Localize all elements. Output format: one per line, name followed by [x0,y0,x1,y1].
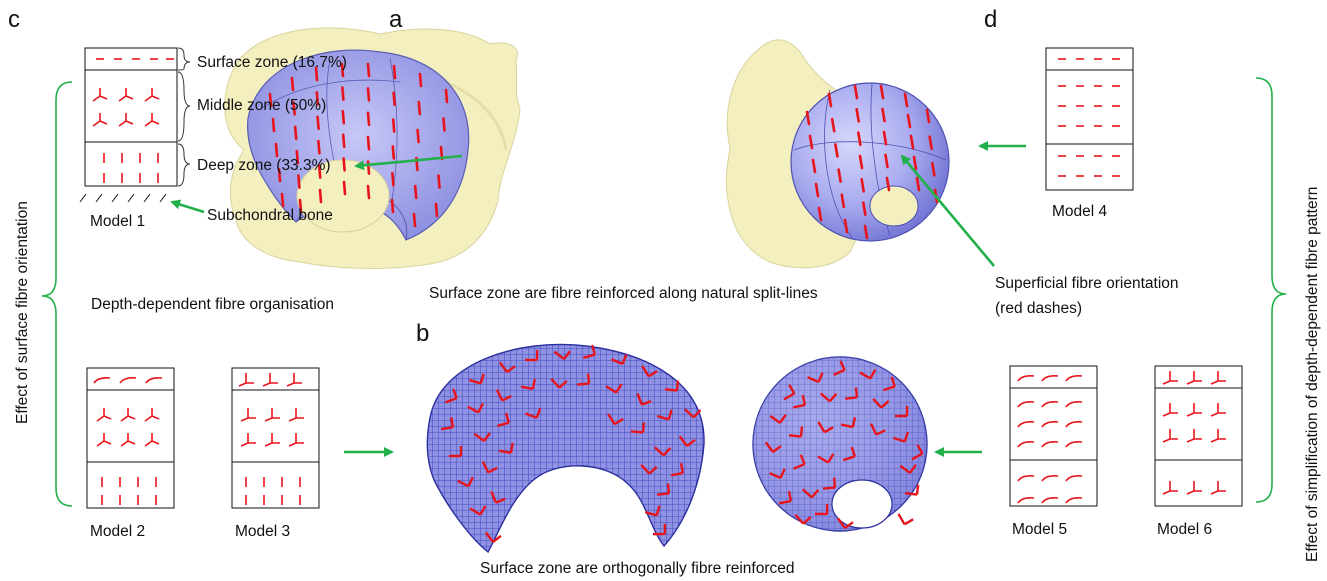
split-line-dash [392,200,393,212]
split-line-dash [418,130,419,142]
split-line-dash [292,78,293,90]
split-line-dash [368,186,369,198]
split-line-dash [295,127,296,139]
middle-zone-label: Middle zone (50%) [197,97,326,115]
model-2-box [87,368,174,508]
model-3-label: Model 3 [235,523,290,541]
model-box-outline [87,368,174,508]
model-1-label: Model 1 [90,213,145,231]
model-box-outline [1010,366,1097,506]
split-line-dash [368,137,369,149]
split-line-dash [414,214,415,226]
model-4-box [1046,48,1133,190]
arrow-subchondral [172,202,204,212]
split-line-dash [394,66,395,78]
orthogonal-fibre-mark [899,509,914,524]
panel-label-b: b [416,322,429,346]
split-line-dash [344,182,345,194]
split-line-dash [343,111,344,123]
split-line-dash [282,194,283,206]
split-line-dash [298,176,299,188]
subchondral-bone-label: Subchondral bone [207,207,333,225]
split-line-dash [320,190,321,202]
split-line-dash [273,119,274,131]
split-line-dash [420,74,421,86]
depth-dependent-label: Depth-dependent fibre organisation [91,296,334,314]
superficial-line-2: (red dashes) [995,300,1082,318]
caption-b: Surface zone are orthogonally fibre rein… [480,560,795,578]
split-line-dash [394,93,395,105]
model-3-box [232,368,319,508]
model-box-outline [232,368,319,508]
split-line-dash [439,176,440,188]
split-line-dash [342,88,343,100]
split-line-dash [392,173,393,185]
superficial-line-1: Superficial fibre orientation [995,275,1179,293]
model-5-box [1010,366,1097,506]
split-line-dash [318,117,319,129]
model-5-label: Model 5 [1012,521,1067,539]
model-box-outline [85,48,177,186]
meshed-femoral-head [753,357,927,531]
left-brace [42,82,72,506]
right-brace [1256,78,1286,502]
split-line-dash [419,102,420,114]
split-line-dash [343,135,344,147]
model-6-label: Model 6 [1157,521,1212,539]
panel-label-d: d [984,8,997,32]
model-4-label: Model 4 [1052,203,1107,221]
split-line-dash [368,88,369,100]
subchondral-hatch [80,194,166,202]
split-line-dash [368,113,369,125]
right-side-label: Effect of simplification of depth-depend… [1304,187,1322,562]
split-line-dash [318,141,319,153]
split-line-dash [344,158,345,170]
model-6-box [1155,366,1242,506]
split-line-dash [446,90,447,102]
femoral-head [791,83,949,241]
deep-zone-label: Deep zone (33.3%) [197,157,331,175]
split-line-dash [276,144,277,156]
surface-zone-label: Surface zone (16.7%) [197,54,347,72]
split-line-dash [393,146,394,158]
panel-label-a: a [389,8,402,32]
model-2-label: Model 2 [90,523,145,541]
panel-label-c: c [8,8,20,32]
model-1-box [85,48,177,186]
zone-brackets [178,48,190,186]
model-box-outline [1155,366,1242,506]
model-box-outline [1046,48,1133,190]
split-line-dash [444,119,445,131]
split-line-dash [393,120,394,132]
caption-a: Surface zone are fibre reinforced along … [429,285,818,303]
meshed-acetabulum [427,345,704,553]
split-line-dash [415,186,416,198]
split-line-dash [368,162,369,174]
split-line-dash [368,64,369,76]
split-line-dash [436,204,437,216]
left-side-label: Effect of surface fibre orientation [14,201,32,424]
